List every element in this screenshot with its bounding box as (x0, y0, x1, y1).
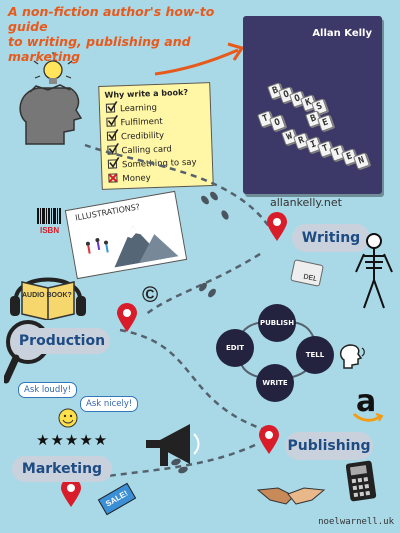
headline-line-2: to writing, publishing and marketing (8, 34, 191, 64)
audiobook-icon (10, 277, 86, 320)
star-rating: ★★★★★ (36, 432, 109, 449)
note-item: Calling card (107, 143, 172, 156)
audiobook-label: AUDIO BOOK? (22, 292, 72, 299)
amazon-smile-icon (352, 412, 384, 422)
stage-production: Production (14, 328, 110, 354)
bubble-ask-nicely: Ask nicely! (80, 396, 139, 412)
headline-line-1: A non-fiction author's how-to guide (8, 4, 215, 34)
cycle-tell: TELL (296, 336, 334, 374)
note-item: Learning (105, 101, 157, 115)
stage-marketing: Marketing (12, 456, 112, 482)
tick-icon (107, 143, 119, 155)
copyright-icon: © (142, 282, 159, 307)
stage-writing: Writing (292, 224, 370, 252)
production-pin-icon (117, 303, 137, 332)
handshake-icon (256, 487, 326, 505)
tick-icon (107, 157, 120, 169)
credit: noelwarnell.uk (318, 517, 394, 527)
mountains-icon (85, 225, 179, 268)
note-item: Credibility (106, 129, 164, 143)
note-item: Money (108, 172, 151, 184)
speaking-head-icon (339, 344, 365, 369)
headline: A non-fiction author's how-to guide to w… (8, 4, 238, 64)
thinking-head-icon (19, 52, 83, 145)
cycle-edit: EDIT (216, 329, 254, 367)
writing-pin-icon (267, 212, 287, 241)
publishing-pin-icon (259, 425, 279, 454)
cycle-publish: PUBLISH (258, 304, 296, 342)
note-item: Something to say (107, 157, 197, 171)
stage-publishing: Publishing (285, 432, 373, 460)
amazon-logo-icon: a (356, 384, 377, 419)
tick-icon (106, 115, 118, 127)
skeleton-icon (355, 233, 393, 309)
website-label: allankelly.net (270, 196, 342, 209)
smiley-icon (58, 408, 78, 428)
cycle-write: WRITE (256, 364, 294, 402)
calculator-icon (346, 460, 377, 502)
book-author: Allan Kelly (312, 28, 372, 39)
illustrations-card: ILLUSTRATIONS? (64, 190, 188, 280)
barcode-icon (37, 208, 61, 224)
isbn-label: ISBN (40, 226, 60, 235)
tick-icon (105, 101, 118, 113)
megaphone-icon (146, 424, 200, 466)
cross-icon (108, 173, 118, 183)
marketing-pin-icon (61, 478, 81, 507)
bubble-ask-loudly: Ask loudly! (18, 382, 78, 398)
note-item: Fulfilment (106, 115, 163, 129)
tick-icon (106, 129, 119, 141)
orange-arrow-icon (154, 42, 245, 76)
